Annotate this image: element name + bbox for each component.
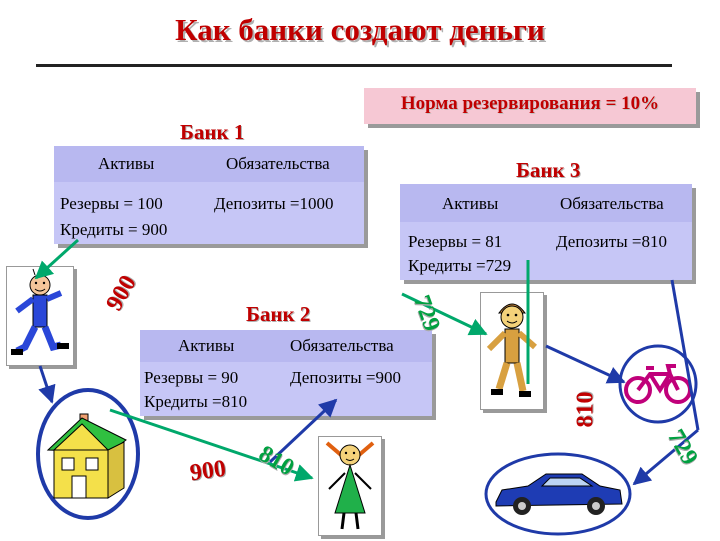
arrow-to-car-head — [632, 428, 699, 486]
arrow-house-to-girl — [109, 408, 314, 482]
bank3-col-liabilities: Обязательства — [560, 194, 664, 213]
bank1-deposits: Депозиты =1000 — [214, 194, 334, 213]
bank2-balance-table: Активы Обязательства Резервы = 90 Кредит… — [140, 330, 432, 416]
bank3-loans: Кредиты =729 — [408, 256, 512, 275]
boy-figure-card — [6, 266, 74, 366]
bank2-body — [140, 362, 432, 416]
arrow-bank1-loan-to-boy — [34, 238, 80, 280]
flow-label-810-deposit: 810 — [572, 391, 599, 428]
bank1-body — [54, 182, 364, 244]
bank1-title: Банк 1 — [180, 120, 245, 144]
bank3-body — [400, 222, 692, 280]
reserve-ratio-box: Норма резервирования = 10% — [364, 88, 696, 124]
bank3-header-row — [400, 184, 692, 223]
car-card — [484, 452, 632, 536]
bank2-reserves: Резервы = 90 — [144, 368, 239, 387]
flow-label-900-deposit: 900 — [188, 455, 228, 487]
bank3-reserves: Резервы = 81 — [408, 232, 503, 251]
bicycle-card — [616, 344, 700, 424]
page-title: Как банки создают деньги — [175, 12, 545, 47]
arrow-boy-to-house — [38, 365, 56, 404]
bank1-reserves: Резервы = 100 — [60, 194, 163, 213]
bank3-title: Банк 3 — [516, 158, 581, 182]
bank1-col-liabilities: Обязательства — [226, 154, 330, 173]
bank1-balance-table: Активы Обязательства Резервы = 100 Креди… — [54, 146, 364, 244]
bank2-col-assets: Активы — [178, 336, 235, 355]
reserve-ratio-label: Норма резервирования = 10% — [400, 93, 660, 114]
girl-figure-card — [318, 436, 382, 536]
arrow-bank3-to-car — [670, 279, 700, 431]
teen-figure-card — [480, 292, 544, 410]
bank1-col-assets: Активы — [98, 154, 155, 173]
bank3-col-assets: Активы — [442, 194, 499, 213]
bank3-balance-table: Активы Обязательства Резервы = 81 Кредит… — [400, 184, 692, 280]
bank3-deposits: Депозиты =810 — [556, 232, 667, 251]
bank1-header-row — [54, 146, 364, 183]
house-card — [34, 384, 142, 524]
bicycle-icon — [618, 344, 698, 424]
bank2-deposits: Депозиты =900 — [290, 368, 401, 387]
boy-figure-icon — [11, 268, 69, 355]
arrow-bank2-loan-to-teen — [401, 292, 488, 336]
arrow-girl-to-bank2 — [268, 398, 338, 464]
bank2-title: Банк 2 — [246, 302, 311, 326]
car-icon — [484, 452, 632, 536]
teen-figure-icon — [486, 303, 537, 397]
house-icon — [36, 388, 140, 520]
bank2-col-liabilities: Обязательства — [290, 336, 394, 355]
bank1-loans: Кредиты = 900 — [60, 220, 168, 239]
girl-figure-icon — [325, 441, 375, 530]
arrow-teen-to-bicycle — [545, 344, 626, 384]
bank2-loans: Кредиты =810 — [144, 392, 248, 411]
title-underline — [36, 64, 672, 67]
